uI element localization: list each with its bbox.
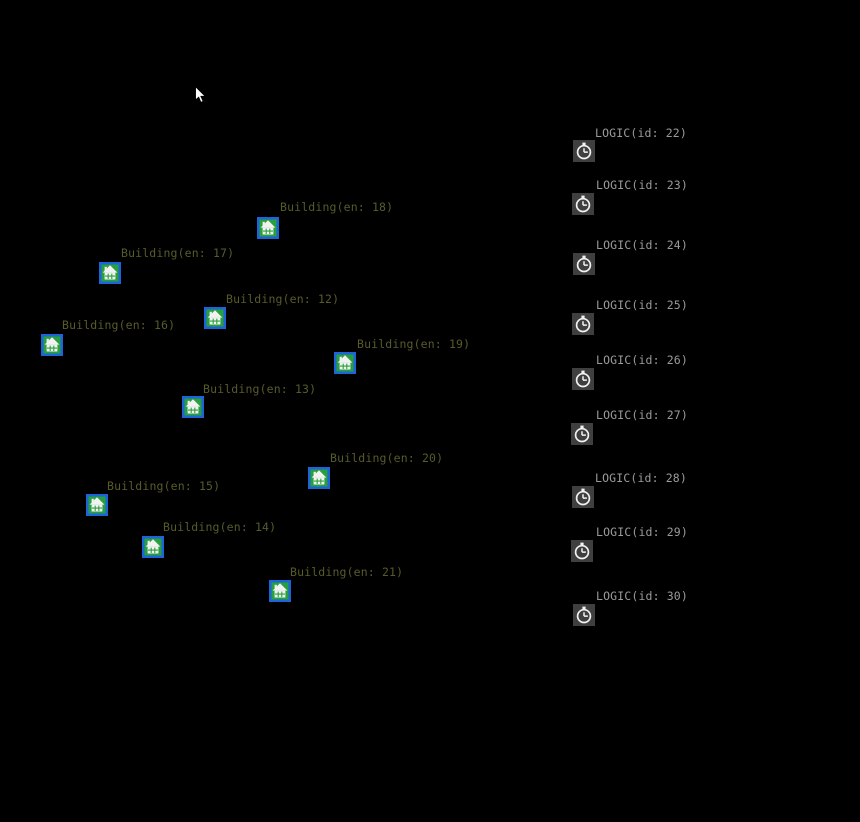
building-icon[interactable]: [182, 396, 204, 418]
logic-label: LOGIC(id: 24): [596, 238, 688, 252]
building-icon[interactable]: [334, 352, 356, 374]
building-label: Building(en: 16): [62, 318, 176, 332]
logic-label: LOGIC(id: 22): [595, 126, 687, 140]
building-label: Building(en: 13): [203, 382, 317, 396]
logic-label: LOGIC(id: 29): [596, 525, 688, 539]
logic-label: LOGIC(id: 27): [596, 408, 688, 422]
logic-label: LOGIC(id: 26): [596, 353, 688, 367]
building-label: Building(en: 21): [290, 565, 404, 579]
mouse-cursor-icon: [195, 86, 207, 104]
building-label: Building(en: 20): [330, 451, 444, 465]
building-label: Building(en: 15): [107, 479, 221, 493]
logic-label: LOGIC(id: 28): [595, 471, 687, 485]
building-icon[interactable]: [269, 580, 291, 602]
building-label: Building(en: 18): [280, 200, 394, 214]
building-label: Building(en: 14): [163, 520, 277, 534]
building-icon[interactable]: [86, 494, 108, 516]
timer-clock-icon[interactable]: [572, 486, 594, 508]
timer-clock-icon[interactable]: [572, 193, 594, 215]
logic-label: LOGIC(id: 25): [596, 298, 688, 312]
building-icon[interactable]: [308, 467, 330, 489]
building-icon[interactable]: [99, 262, 121, 284]
timer-clock-icon[interactable]: [571, 540, 593, 562]
building-icon[interactable]: [41, 334, 63, 356]
building-label: Building(en: 17): [121, 246, 235, 260]
timer-clock-icon[interactable]: [573, 140, 595, 162]
logic-label: LOGIC(id: 23): [596, 178, 688, 192]
logic-label: LOGIC(id: 30): [596, 589, 688, 603]
timer-clock-icon[interactable]: [572, 313, 594, 335]
building-icon[interactable]: [257, 217, 279, 239]
timer-clock-icon[interactable]: [573, 604, 595, 626]
timer-clock-icon[interactable]: [571, 423, 593, 445]
building-icon[interactable]: [204, 307, 226, 329]
timer-clock-icon[interactable]: [573, 253, 595, 275]
building-icon[interactable]: [142, 536, 164, 558]
timer-clock-icon[interactable]: [572, 368, 594, 390]
building-label: Building(en: 12): [226, 292, 340, 306]
building-label: Building(en: 19): [357, 337, 471, 351]
